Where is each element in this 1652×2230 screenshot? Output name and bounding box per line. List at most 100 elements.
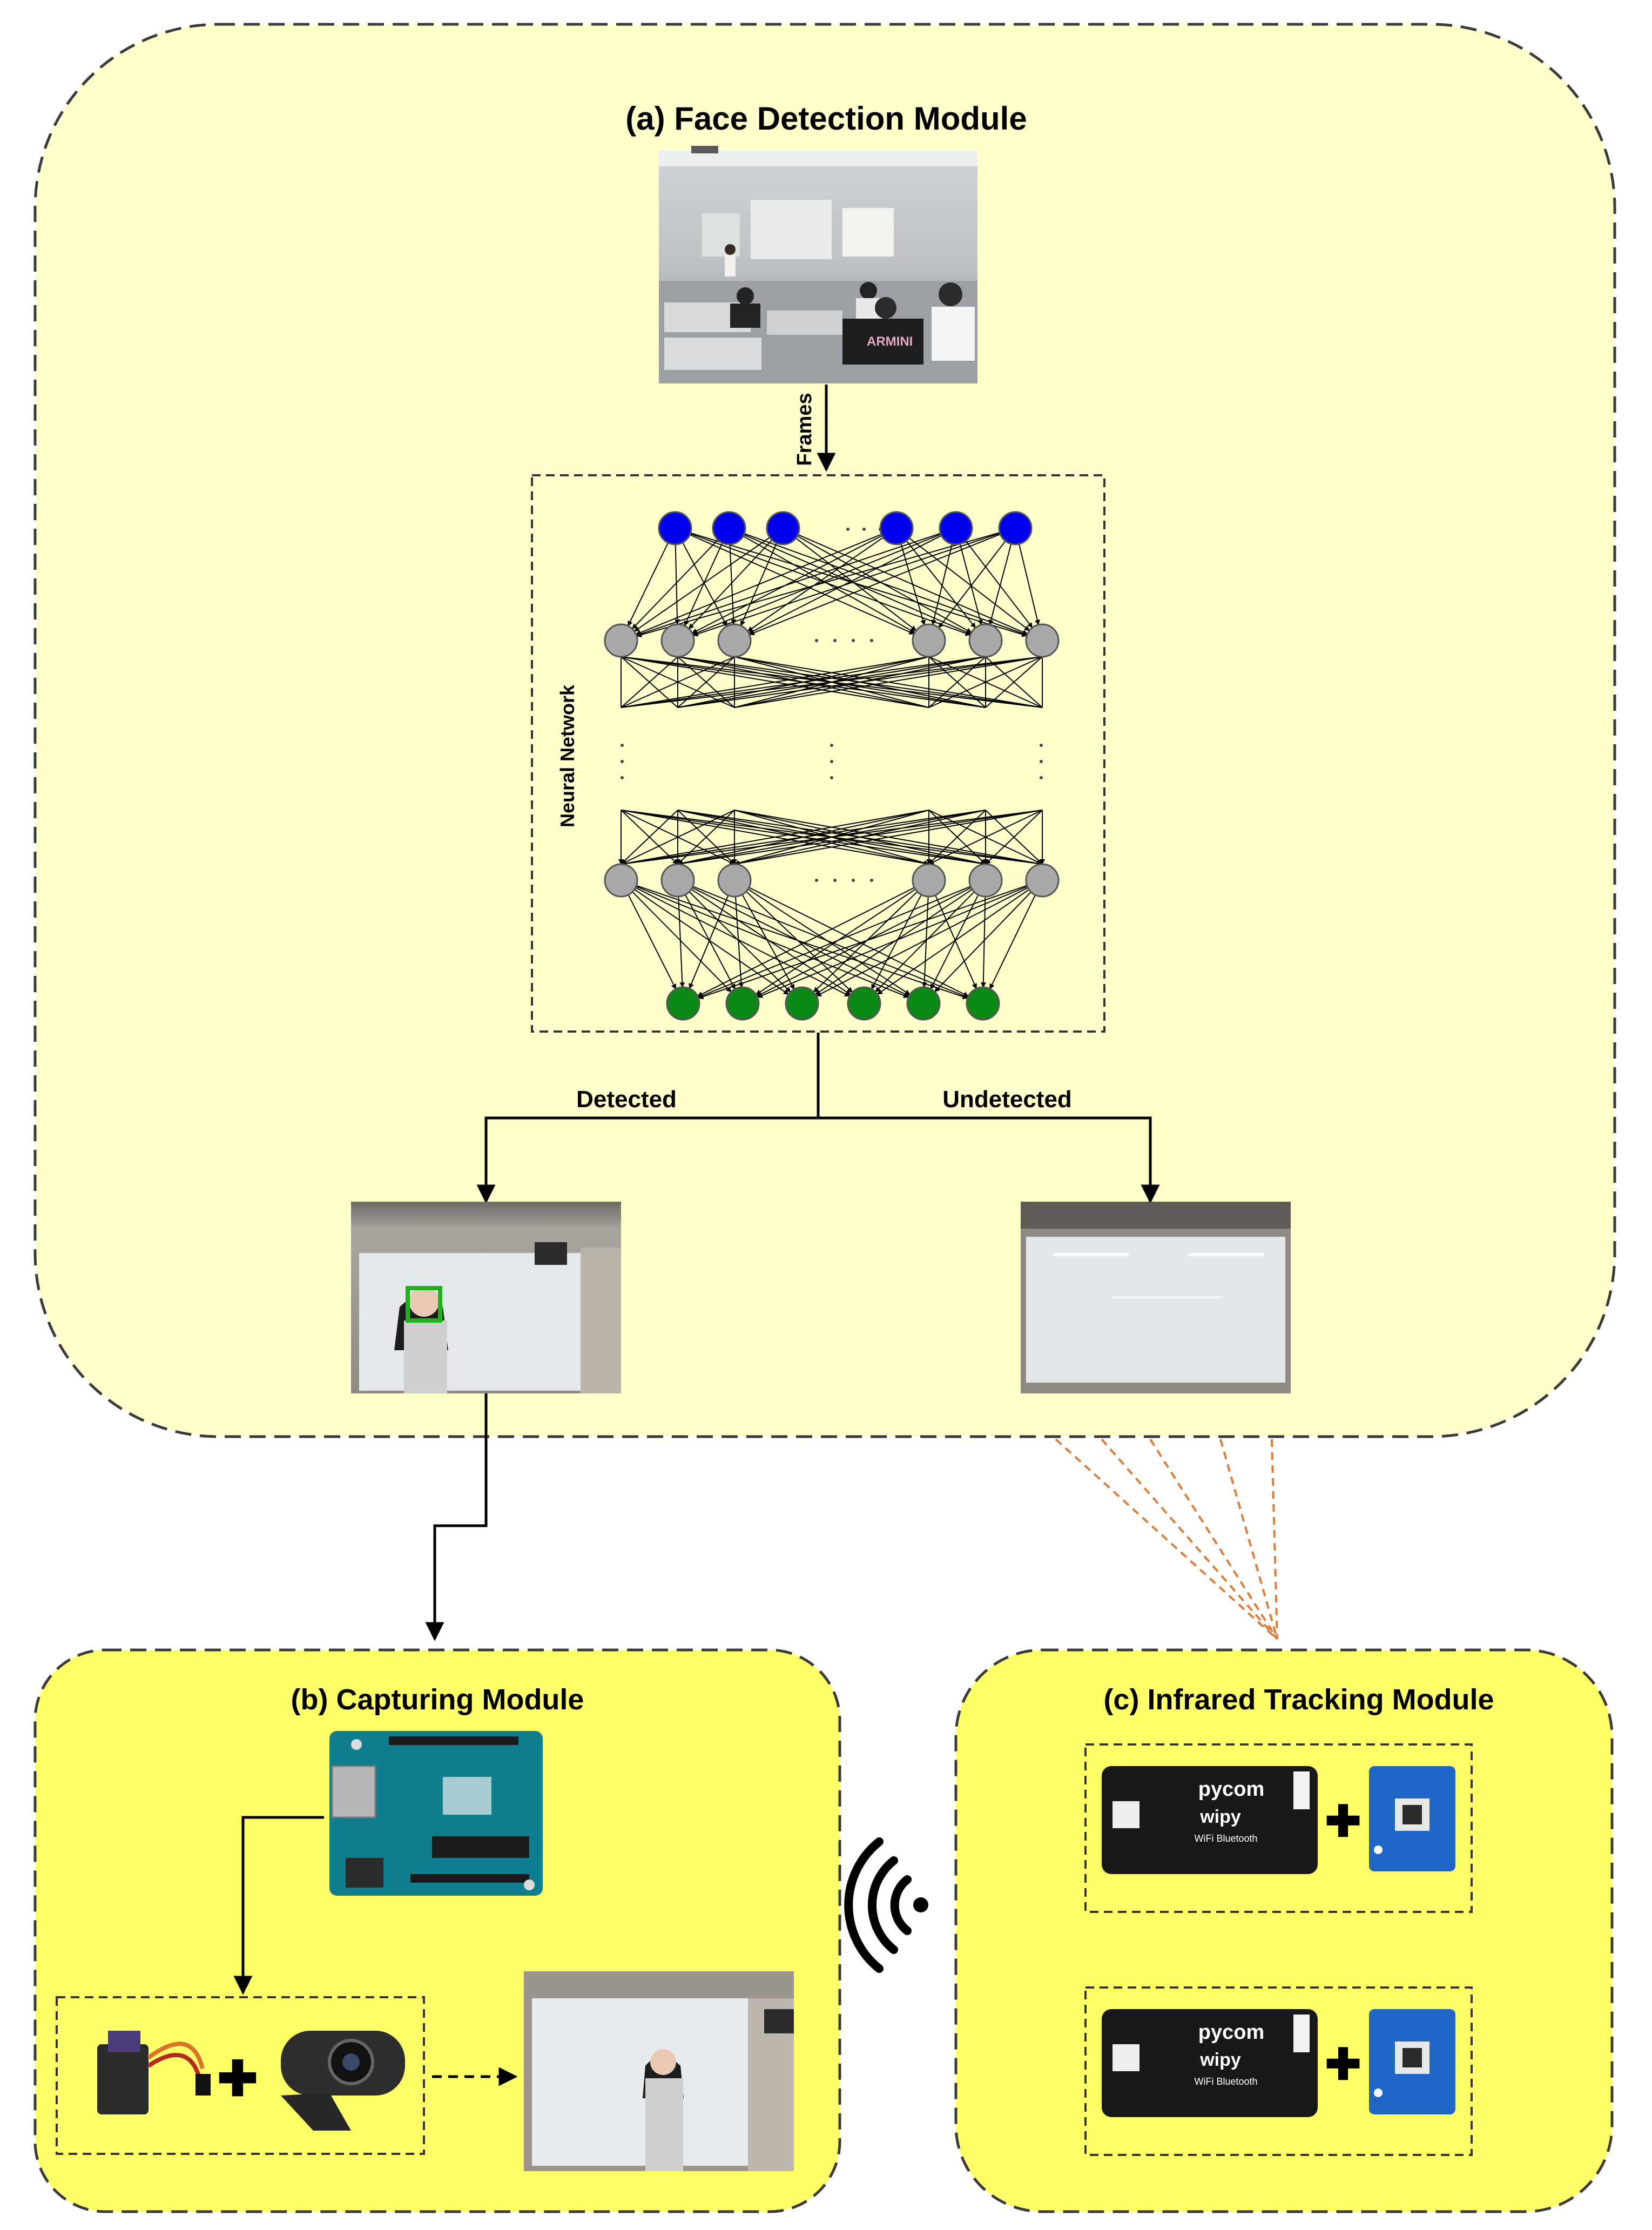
neural-network-box — [531, 474, 1105, 1033]
nn-connection — [876, 889, 1029, 995]
servo-motor — [97, 2031, 211, 2114]
frames-label: Frames — [793, 393, 816, 466]
neural-network-label: Neural Network — [556, 684, 578, 827]
nn-connections — [618, 532, 1045, 1000]
nn-connection — [689, 891, 791, 993]
nn-connection — [621, 656, 1043, 708]
nn-connection — [621, 656, 678, 708]
nn-connection — [875, 891, 975, 993]
nn-ellipsis — [621, 528, 1043, 882]
nn-connection — [959, 543, 983, 625]
nn-connection — [636, 886, 909, 998]
nn-connection — [985, 656, 1043, 708]
nn-connection — [985, 810, 1043, 865]
nn-connection — [621, 810, 678, 865]
module-a-container — [33, 23, 1616, 1438]
nn-connection — [621, 810, 929, 866]
nn-connection — [734, 656, 1043, 708]
nn-connection — [965, 541, 1033, 629]
board-features: WiFi Bluetooth — [1194, 1833, 1257, 1844]
nn-connection — [930, 894, 979, 990]
nn-connection — [743, 535, 915, 634]
nn-connection — [734, 896, 744, 988]
nn-connection — [621, 656, 929, 708]
nn-connection — [678, 896, 685, 988]
wireless-signal-icon — [844, 1837, 928, 1973]
hidden-node — [604, 863, 638, 898]
nn-connection — [621, 810, 986, 866]
nn-connection — [692, 887, 910, 997]
nn-connection — [935, 895, 977, 989]
nn-connection — [813, 891, 918, 993]
nn-connection — [797, 535, 972, 634]
nn-connection — [688, 540, 773, 629]
nn-connection — [747, 888, 911, 995]
board-features: WiFi Bluetooth — [1194, 2076, 1257, 2087]
nn-connection — [934, 891, 1031, 993]
module-c-title: (c) Infrared Tracking Module — [1103, 1683, 1494, 1716]
input-node — [879, 511, 914, 545]
nn-connection — [749, 887, 969, 997]
nn-connection — [989, 894, 1036, 989]
output-node — [666, 986, 700, 1021]
module-c-container — [954, 1648, 1614, 2213]
hidden-node — [1025, 623, 1060, 658]
input-node — [712, 511, 746, 545]
nn-connection — [928, 810, 1043, 865]
output-node — [785, 986, 819, 1021]
nn-connection — [632, 539, 718, 630]
ir-sensor-unit-2: pycom wipy WiFi Bluetooth ✚ — [1084, 1986, 1473, 2156]
nn-connection — [921, 896, 929, 988]
nn-connection — [931, 543, 953, 625]
hidden-node — [912, 863, 946, 898]
nn-connection — [621, 810, 735, 865]
nn-connection — [815, 887, 1028, 997]
nn-connection — [909, 537, 1030, 631]
input-node — [939, 511, 973, 545]
hidden-node — [912, 623, 946, 658]
servo-webcam-box — [56, 1996, 425, 2155]
detection-branch — [476, 1033, 1160, 1204]
undetected-photo — [1021, 1202, 1291, 1393]
nn-connection — [697, 886, 971, 998]
nn-connection — [677, 810, 1043, 866]
nn-connection — [697, 887, 915, 997]
nn-connection — [636, 533, 941, 637]
nn-connection — [691, 888, 851, 995]
nn-connection — [795, 537, 917, 631]
nn-connection — [690, 533, 971, 636]
detected-face-photo — [351, 1202, 621, 1393]
nn-connection — [635, 887, 851, 997]
hidden-node — [968, 623, 1003, 658]
wipy-model: wipy — [1199, 1807, 1241, 1827]
nn-connection — [928, 656, 1043, 708]
webcam — [281, 2031, 405, 2131]
nn-connection — [988, 543, 1012, 625]
nn-connection — [634, 889, 790, 995]
nn-connection — [757, 886, 1028, 998]
module-b-title: (b) Capturing Module — [291, 1683, 584, 1716]
hidden-node — [717, 623, 752, 658]
nn-connection — [636, 532, 1000, 638]
nn-connection — [633, 537, 770, 632]
arduino-to-actuator-arrow — [233, 1816, 324, 1995]
nn-connection — [692, 533, 1000, 637]
nn-connection — [746, 891, 853, 993]
nn-connection — [635, 534, 882, 635]
input-node — [766, 511, 800, 545]
nn-connection — [628, 894, 677, 990]
hidden-node — [660, 623, 695, 658]
output-node — [906, 986, 941, 1021]
arduino-board — [329, 1731, 543, 1896]
input-node — [998, 511, 1033, 545]
output-node — [966, 986, 1000, 1021]
nn-nodes — [604, 511, 1060, 1021]
nn-connection — [980, 896, 986, 988]
nn-connection — [749, 534, 1001, 636]
hidden-node — [968, 863, 1003, 898]
classroom-photo: ARMINI — [659, 146, 977, 383]
svg-text:ARMINI: ARMINI — [867, 334, 913, 349]
nn-connection — [690, 532, 1028, 637]
servo-plus-icon: ✚ — [217, 2052, 258, 2106]
nn-connection — [698, 885, 1027, 1000]
